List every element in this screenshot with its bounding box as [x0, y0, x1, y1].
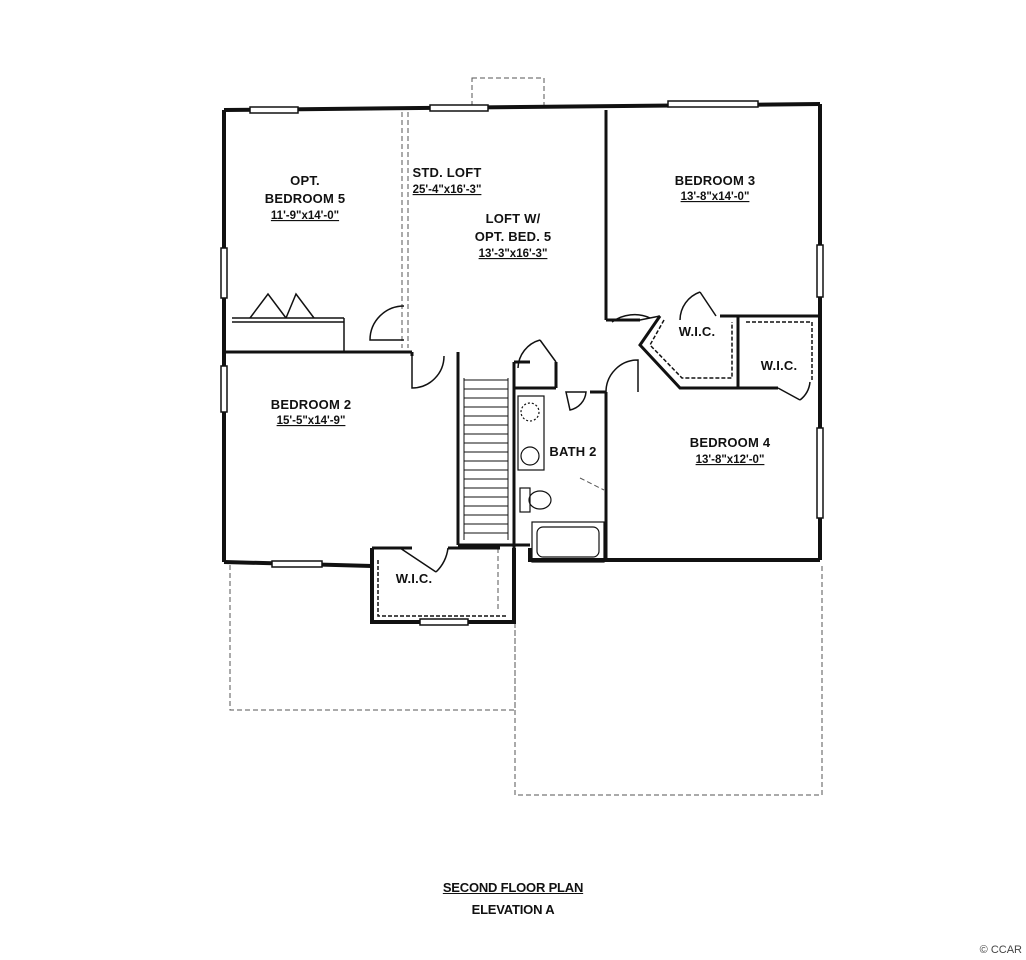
- window-loft-top: [429, 104, 489, 112]
- chimney-outline: [471, 77, 545, 109]
- window-bed2-left: [220, 365, 228, 413]
- wic-bed2-label: W.I.C.: [396, 571, 433, 586]
- window-bed2-bottom: [271, 560, 323, 568]
- vanity: [517, 395, 545, 471]
- bath-fixtures: [517, 395, 605, 563]
- closet-doors-bed5: [249, 292, 315, 319]
- bed5-dims: 11'-9"x14'-0": [271, 210, 339, 222]
- door-bath-wic: [517, 339, 557, 369]
- door-bed2: [411, 355, 445, 389]
- stairs: [463, 378, 509, 540]
- door-wic-bed4: [777, 381, 811, 401]
- bed3-dims: 13'-8"x14'-0": [681, 191, 750, 203]
- sink-upper: [520, 402, 540, 422]
- door-bed5: [369, 305, 405, 341]
- wic-bed3-label: W.I.C.: [679, 324, 716, 339]
- std-loft-dims: 25'-4"x16'-3": [413, 184, 482, 196]
- window-bed4-right: [816, 427, 824, 519]
- toilet-tank: [519, 487, 531, 513]
- door-bed3: [610, 315, 661, 321]
- room-labels: OPT. BEDROOM 5 11'-9"x14'-0" STD. LOFT 2…: [265, 165, 798, 586]
- bed4-dims: 13'-8"x12'-0": [696, 454, 765, 466]
- loft-label1: LOFT W/: [486, 211, 541, 226]
- window-bed3-right: [816, 244, 824, 298]
- door-wic-bed3: [679, 291, 717, 321]
- plan-title: SECOND FLOOR PLAN: [442, 880, 584, 895]
- bath2-label: BATH 2: [549, 444, 596, 459]
- toilet-bowl: [528, 490, 552, 510]
- window-bed3-top: [667, 100, 759, 108]
- windows: [220, 100, 824, 626]
- interior-walls: [224, 110, 820, 622]
- bed3-label: BEDROOM 3: [675, 173, 756, 188]
- bath-door-dashed: [579, 477, 605, 491]
- bathtub: [531, 521, 605, 563]
- sink-lower: [520, 446, 540, 466]
- bed2-dims: 15'-5"x14'-9": [277, 415, 346, 427]
- copyright-watermark: © CCAR: [979, 944, 1022, 956]
- door-wic-bed2: [399, 547, 449, 573]
- wic-bed4-label: W.I.C.: [761, 358, 798, 373]
- loft-dims: 13'-3"x16'-3": [479, 248, 548, 260]
- window-wic-bottom: [419, 618, 469, 626]
- plan-subtitle: ELEVATION A: [471, 902, 555, 917]
- doors: [232, 291, 813, 617]
- bed2-label: BEDROOM 2: [271, 397, 352, 412]
- bed5-label1: OPT.: [290, 173, 320, 188]
- loft-label2: OPT. BED. 5: [475, 229, 552, 244]
- door-bath: [565, 391, 587, 411]
- window-bed5-top: [249, 106, 299, 114]
- bed5-label2: BEDROOM 5: [265, 191, 346, 206]
- std-loft-label: STD. LOFT: [413, 165, 482, 180]
- bed4-label: BEDROOM 4: [690, 435, 771, 450]
- window-bed5-left: [220, 247, 228, 299]
- door-bed4: [605, 359, 639, 393]
- lower-right-outline: [514, 565, 823, 796]
